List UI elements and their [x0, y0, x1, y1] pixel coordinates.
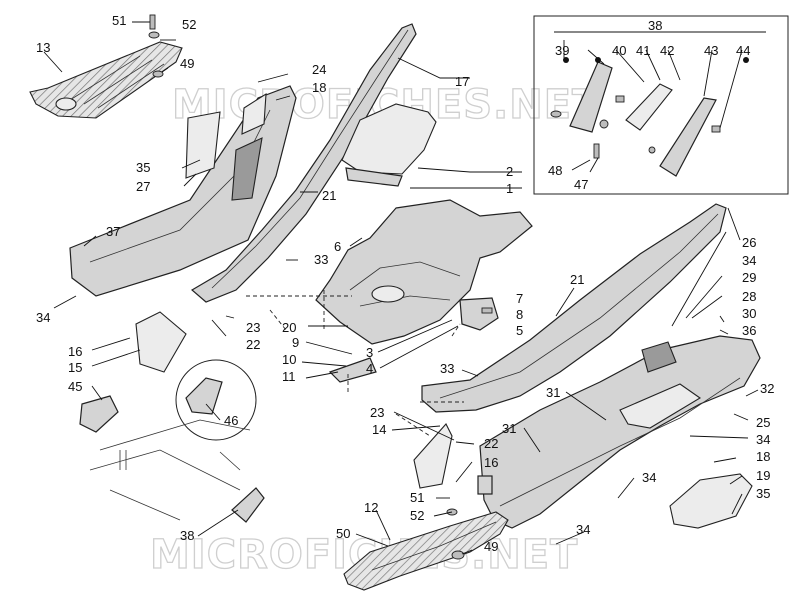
- label-31-mid: 31: [502, 421, 516, 436]
- label-18-right: 18: [756, 449, 770, 464]
- label-16-mid: 16: [484, 455, 498, 470]
- label-10: 10: [282, 352, 296, 367]
- bracket-5-7: [459, 297, 499, 331]
- center-rail-17: [190, 23, 417, 303]
- label-51-mid: 51: [410, 490, 424, 505]
- label-52-top: 52: [182, 17, 196, 32]
- label-21-top: 21: [322, 188, 336, 203]
- label-51-top: 51: [112, 13, 126, 28]
- footboard-right-12: [343, 511, 509, 591]
- label-34-right-mid: 34: [756, 432, 770, 447]
- kit-markers: [563, 57, 749, 63]
- label-21-mid: 21: [570, 272, 584, 287]
- label-17: 17: [455, 74, 469, 89]
- label-37: 37: [106, 224, 120, 239]
- label-46: 46: [224, 413, 238, 428]
- label-34-low: 34: [642, 470, 656, 485]
- guide-lines: [246, 290, 464, 437]
- label-11: 11: [282, 369, 296, 384]
- label-kit-43: 43: [704, 43, 718, 58]
- bracket-10-11: [328, 357, 377, 383]
- label-27: 27: [136, 179, 150, 194]
- leader-lines: [43, 21, 766, 555]
- washer-49-top: [152, 70, 164, 78]
- footboard-left-13: [29, 41, 183, 119]
- label-9: 9: [292, 335, 299, 350]
- label-5: 5: [516, 323, 523, 338]
- label-kit-42: 42: [660, 43, 674, 58]
- label-38-bottom: 38: [180, 528, 194, 543]
- label-19: 19: [756, 468, 770, 483]
- label-1: 1: [506, 181, 513, 196]
- label-36: 36: [742, 323, 756, 338]
- floor-panel-25: [479, 335, 761, 529]
- label-34-right-top: 34: [742, 253, 756, 268]
- label-3: 3: [366, 345, 373, 360]
- label-8: 8: [516, 307, 523, 322]
- label-32: 32: [760, 381, 774, 396]
- label-33-top: 33: [314, 252, 328, 267]
- front-panel-14: [413, 423, 453, 489]
- label-12: 12: [364, 500, 378, 515]
- washer-49-bottom: [451, 550, 465, 560]
- label-2: 2: [506, 164, 513, 179]
- label-kit-39: 39: [555, 43, 569, 58]
- clip-51-mid: [477, 475, 493, 495]
- washer-52-top: [148, 31, 160, 39]
- label-33-mid: 33: [440, 361, 454, 376]
- label-18-top: 18: [312, 80, 326, 95]
- label-35-top: 35: [136, 160, 150, 175]
- label-4: 4: [366, 361, 373, 376]
- label-23-mid: 23: [370, 405, 384, 420]
- label-52-bottom: 52: [410, 508, 424, 523]
- label-kit-41: 41: [636, 43, 650, 58]
- label-30: 30: [742, 306, 756, 321]
- label-6: 6: [334, 239, 341, 254]
- label-34-bottom: 34: [576, 522, 590, 537]
- label-kit-40: 40: [612, 43, 626, 58]
- label-22-top: 22: [246, 337, 260, 352]
- cover-15: [135, 311, 187, 373]
- label-49-top: 49: [180, 56, 194, 71]
- part-labels: 51 52 13 49 24 18 17 35 27 21 2 1 37 6 3…: [36, 13, 774, 554]
- detail-inset: [79, 359, 265, 523]
- label-13: 13: [36, 40, 50, 55]
- label-28: 28: [742, 289, 756, 304]
- label-50: 50: [336, 526, 350, 541]
- label-20: 20: [282, 320, 296, 335]
- label-kit-44: 44: [736, 43, 750, 58]
- label-kit-38: 38: [648, 18, 662, 33]
- label-7: 7: [516, 291, 523, 306]
- label-45: 45: [68, 379, 82, 394]
- label-15: 15: [68, 360, 82, 375]
- left-side-panel: [69, 85, 297, 297]
- label-29: 29: [742, 270, 756, 285]
- kit-box-38: [533, 15, 789, 195]
- label-26: 26: [742, 235, 756, 250]
- central-tunnel-1: [315, 199, 533, 345]
- kit-contents: [550, 61, 721, 177]
- bolt-51-top: [149, 14, 156, 30]
- cushion-2: [341, 103, 437, 187]
- label-14: 14: [372, 422, 386, 437]
- label-35-right: 35: [756, 486, 770, 501]
- right-side-panel-26: [421, 203, 727, 413]
- label-25: 25: [756, 415, 770, 430]
- label-kit-48: 48: [548, 163, 562, 178]
- label-31-top: 31: [546, 385, 560, 400]
- label-23-top: 23: [246, 320, 260, 335]
- label-24: 24: [312, 62, 326, 77]
- label-22-mid: 22: [484, 436, 498, 451]
- label-34-left: 34: [36, 310, 50, 325]
- cover-19: [669, 473, 753, 529]
- label-49-bottom: 49: [484, 539, 498, 554]
- label-16-left: 16: [68, 344, 82, 359]
- label-kit-47: 47: [574, 177, 588, 192]
